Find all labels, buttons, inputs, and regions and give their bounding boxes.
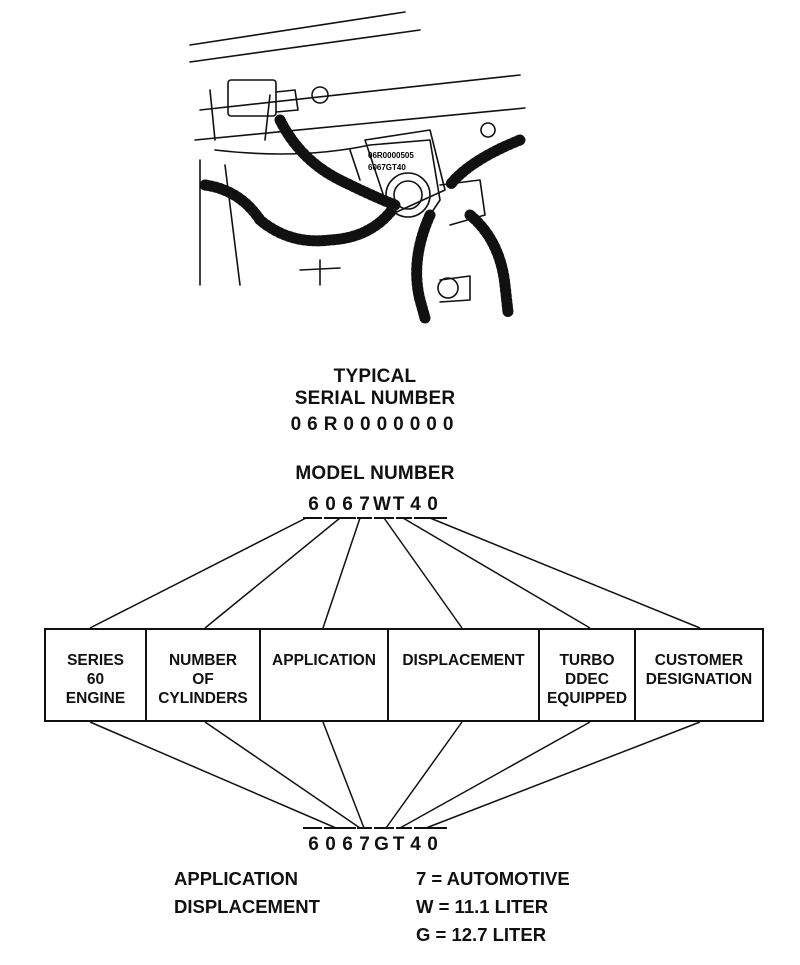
model-char: 0 [427,494,438,515]
model-code-boxes: SERIES 60 ENGINE NUMBER OF CYLINDERS APP… [44,628,764,722]
serial-number: 06R0000000 [290,414,460,435]
top-fan-lines [89,517,701,629]
box-cylinders: NUMBER OF CYLINDERS [147,630,261,720]
model-char: T [392,494,405,515]
serial-heading-line-1: TYPICAL [333,366,417,387]
serial-heading: TYPICAL SERIAL NUMBER [275,366,475,410]
model-char: 6 [308,834,319,855]
model-char: 6 [342,494,353,515]
box-customer: CUSTOMER DESIGNATION [645,652,753,688]
model-heading: MODEL NUMBER [295,463,455,484]
model-char: 7 [359,834,370,855]
model-number-bottom: 6 0 6 7 G T 4 0 [305,834,441,856]
legend-displacement-value-2: G = 12.7 LITER [416,924,547,945]
model-char: 0 [427,834,438,855]
plate-serial-text: 06R0000505 [368,151,414,160]
serial-heading-line-2: SERIAL NUMBER [294,388,456,409]
legend-displacement-value-1: W = 11.1 LITER [416,896,549,917]
model-char: G [374,834,389,855]
model-char: 7 [359,494,370,515]
model-char: T [392,834,405,855]
model-char: 6 [308,494,319,515]
model-char: 4 [410,494,421,515]
legend-displacement-label: DISPLACEMENT [174,896,320,917]
legend-application-label: APPLICATION [174,868,299,889]
model-char: W [373,494,391,515]
legend-application-value: 7 = AUTOMOTIVE [416,868,570,889]
box-turbo: TURBO DDEC EQUIPPED [540,630,636,720]
bottom-fan-lines [89,721,701,829]
box-application: APPLICATION [261,630,389,720]
model-number-top: 6 0 6 7 W T 4 0 [305,494,441,516]
model-char: 0 [325,834,336,855]
model-char: 0 [325,494,336,515]
plate-model-text: 6067GT40 [368,163,406,172]
box-displacement: DISPLACEMENT [389,630,540,720]
model-char: 4 [410,834,421,855]
model-char: 6 [342,834,353,855]
box-series: SERIES 60 ENGINE [46,630,147,720]
